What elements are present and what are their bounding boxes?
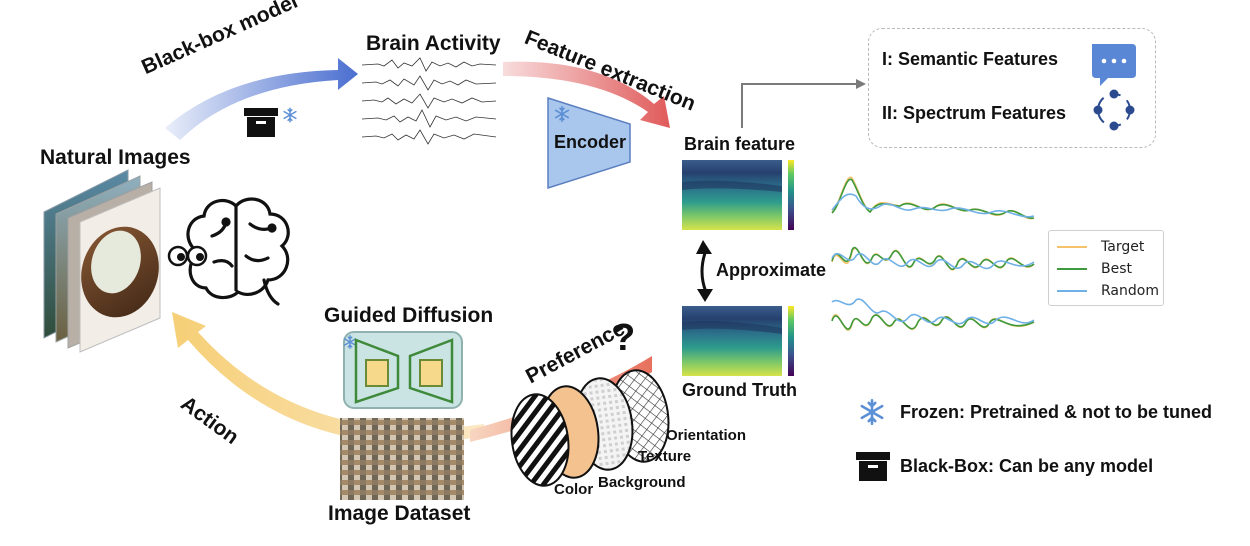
image-dataset-grid bbox=[340, 418, 464, 500]
image-dataset-label: Image Dataset bbox=[328, 502, 471, 525]
brain-feature-label: Brain feature bbox=[684, 134, 796, 154]
texture-label: Texture bbox=[638, 448, 692, 465]
background-label: Background bbox=[598, 474, 686, 491]
ground-truth-heatmap bbox=[682, 306, 794, 376]
feature-types-box bbox=[868, 28, 1156, 148]
black-box-arrow bbox=[165, 58, 358, 140]
legend-item-target: Target bbox=[1057, 237, 1144, 257]
semantic-features-label: I: Semantic Features bbox=[882, 49, 1059, 69]
black-box-icon bbox=[244, 108, 278, 137]
black-box-key-label: Black-Box: Can be any model bbox=[900, 456, 1154, 476]
brain-feature-heatmap bbox=[682, 160, 794, 230]
encoder-shape bbox=[547, 96, 631, 190]
brain-activity-signals bbox=[361, 57, 497, 145]
brain-icon bbox=[186, 197, 290, 306]
orientation-label: Orientation bbox=[666, 427, 747, 444]
frozen-key-label: Frozen: Pretrained & not to be tuned bbox=[900, 402, 1213, 422]
legend-item-best: Best bbox=[1057, 259, 1132, 279]
legend-swatch bbox=[1057, 290, 1087, 292]
frozen-key-snowflake-icon bbox=[860, 398, 884, 426]
approximate-label: Approximate bbox=[716, 260, 827, 280]
preference-discs bbox=[510, 369, 670, 487]
ground-truth-label: Ground Truth bbox=[682, 380, 797, 400]
guided-diffusion-box bbox=[343, 331, 463, 409]
color-label: Color bbox=[554, 481, 594, 498]
legend-swatch bbox=[1057, 246, 1087, 248]
spectrum-features-label: II: Spectrum Features bbox=[882, 103, 1067, 123]
question-mark-icon: ? bbox=[612, 317, 635, 359]
legend-label: Best bbox=[1101, 261, 1133, 277]
encoder-label: Encoder bbox=[554, 132, 627, 152]
guided-diffusion-label: Guided Diffusion bbox=[324, 304, 494, 327]
brain-activity-label: Brain Activity bbox=[366, 32, 501, 55]
cycle-icon bbox=[1093, 89, 1135, 131]
legend-swatch bbox=[1057, 268, 1087, 270]
feature-extraction-arrow bbox=[503, 61, 670, 128]
black-box-key-icon bbox=[856, 452, 890, 481]
approximate-arrow bbox=[696, 240, 713, 302]
waveform-legend: Target Best Random bbox=[1048, 230, 1164, 306]
legend-item-random: Random bbox=[1057, 281, 1159, 301]
legend-label: Random bbox=[1101, 283, 1159, 299]
legend-label: Target bbox=[1101, 239, 1145, 255]
waveform-plot-3 bbox=[831, 298, 1035, 331]
waveform-plot-1 bbox=[831, 176, 1035, 220]
natural-images-label: Natural Images bbox=[40, 146, 191, 169]
chat-icon bbox=[1092, 44, 1136, 86]
snowflake-icon bbox=[283, 107, 297, 123]
natural-images-stack bbox=[43, 169, 161, 353]
feature-connector bbox=[741, 83, 858, 128]
eyes-icon bbox=[167, 245, 208, 267]
waveform-plot-2 bbox=[831, 246, 1035, 271]
